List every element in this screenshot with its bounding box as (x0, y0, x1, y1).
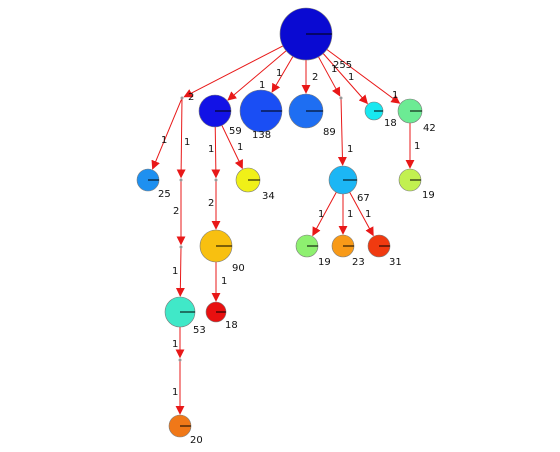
node-value-m: 19 (422, 190, 435, 201)
node-value-s: 53 (193, 325, 206, 336)
edge-label-n-s: 1 (172, 266, 178, 277)
node-l (328, 165, 358, 195)
edge-label-e-l: 1 (347, 144, 353, 155)
edge-label-root-d: 2 (312, 72, 318, 83)
node-circle-i (179, 178, 183, 182)
node-p (295, 234, 319, 258)
node-value-d: 89 (323, 127, 336, 138)
node-n (179, 245, 183, 249)
node-o (199, 229, 233, 263)
edge-root-g (326, 49, 401, 104)
node-value-k: 34 (262, 191, 275, 202)
node-value-root: 255 (333, 60, 352, 71)
edge-label-s-u: 1 (172, 339, 178, 350)
node-value-h: 25 (158, 189, 171, 200)
node-circle-j (214, 178, 218, 182)
node-value-c: 138 (252, 130, 271, 141)
edge-label-u-v: 1 (172, 387, 178, 398)
node-circle-u (178, 358, 182, 362)
node-f (364, 101, 384, 121)
node-value-f: 18 (384, 118, 397, 129)
node-circle-a (180, 96, 184, 100)
node-i (179, 178, 183, 182)
node-u (178, 358, 182, 362)
node-c (239, 89, 283, 133)
node-value-t: 18 (225, 320, 238, 331)
edge-b-j (211, 126, 221, 179)
node-circle-e (339, 96, 343, 100)
edge-root-a (183, 45, 284, 98)
edge-l-r (349, 192, 374, 237)
node-circle-n (179, 245, 183, 249)
edge-label-l-q: 1 (347, 209, 353, 220)
node-value-p: 19 (318, 257, 331, 268)
node-b (198, 94, 232, 128)
edge-e-l (337, 99, 347, 166)
node-t (205, 301, 227, 323)
node-r (367, 234, 391, 258)
edge-root-c (271, 56, 294, 93)
edge-label-o-t: 1 (221, 276, 227, 287)
edge-label-l-r: 1 (365, 209, 371, 220)
edge-a-h (151, 99, 182, 170)
edge-label-root-e: 1 (331, 64, 337, 75)
node-root (279, 7, 333, 61)
node-q (331, 234, 355, 258)
edge-label-a-i: 1 (184, 137, 190, 148)
edge-label-l-p: 1 (318, 209, 324, 220)
edge-root-e (318, 56, 341, 97)
node-h (136, 168, 160, 192)
edge-label-root-a: 2 (188, 92, 194, 103)
node-m (398, 168, 422, 192)
node-value-l: 67 (357, 193, 370, 204)
edge-label-g-m: 1 (414, 141, 420, 152)
node-a (180, 96, 184, 100)
node-value-r: 31 (389, 257, 402, 268)
node-value-g: 42 (423, 123, 436, 134)
node-value-q: 23 (352, 257, 365, 268)
node-value-v: 20 (190, 435, 203, 446)
node-s (164, 296, 196, 328)
edge-label-root-g: 1 (392, 90, 398, 101)
node-value-o: 90 (232, 263, 245, 274)
edge-label-j-o: 2 (208, 198, 214, 209)
edge-root-b (227, 50, 287, 101)
node-j (214, 178, 218, 182)
edge-a-i (176, 99, 186, 179)
edge-b-k (221, 125, 243, 170)
edges-layer (151, 45, 415, 415)
edge-label-a-h: 1 (161, 135, 167, 146)
node-value-b: 59 (229, 126, 242, 137)
node-v (168, 414, 192, 438)
edge-l-p (312, 192, 337, 237)
edge-label-i-n: 2 (173, 206, 179, 217)
node-d (288, 93, 324, 129)
nodes-layer (136, 7, 423, 438)
edge-label-root-c: 1 (276, 68, 282, 79)
node-k (235, 167, 261, 193)
edge-label-root-b: 1 (259, 80, 265, 91)
node-e (339, 96, 343, 100)
edge-label-b-k: 1 (237, 142, 243, 153)
edge-label-root-f: 1 (348, 72, 354, 83)
edge-label-b-j: 1 (208, 144, 214, 155)
edge-root-f (322, 53, 368, 105)
node-g (397, 98, 423, 124)
edge-n-s (175, 248, 185, 297)
